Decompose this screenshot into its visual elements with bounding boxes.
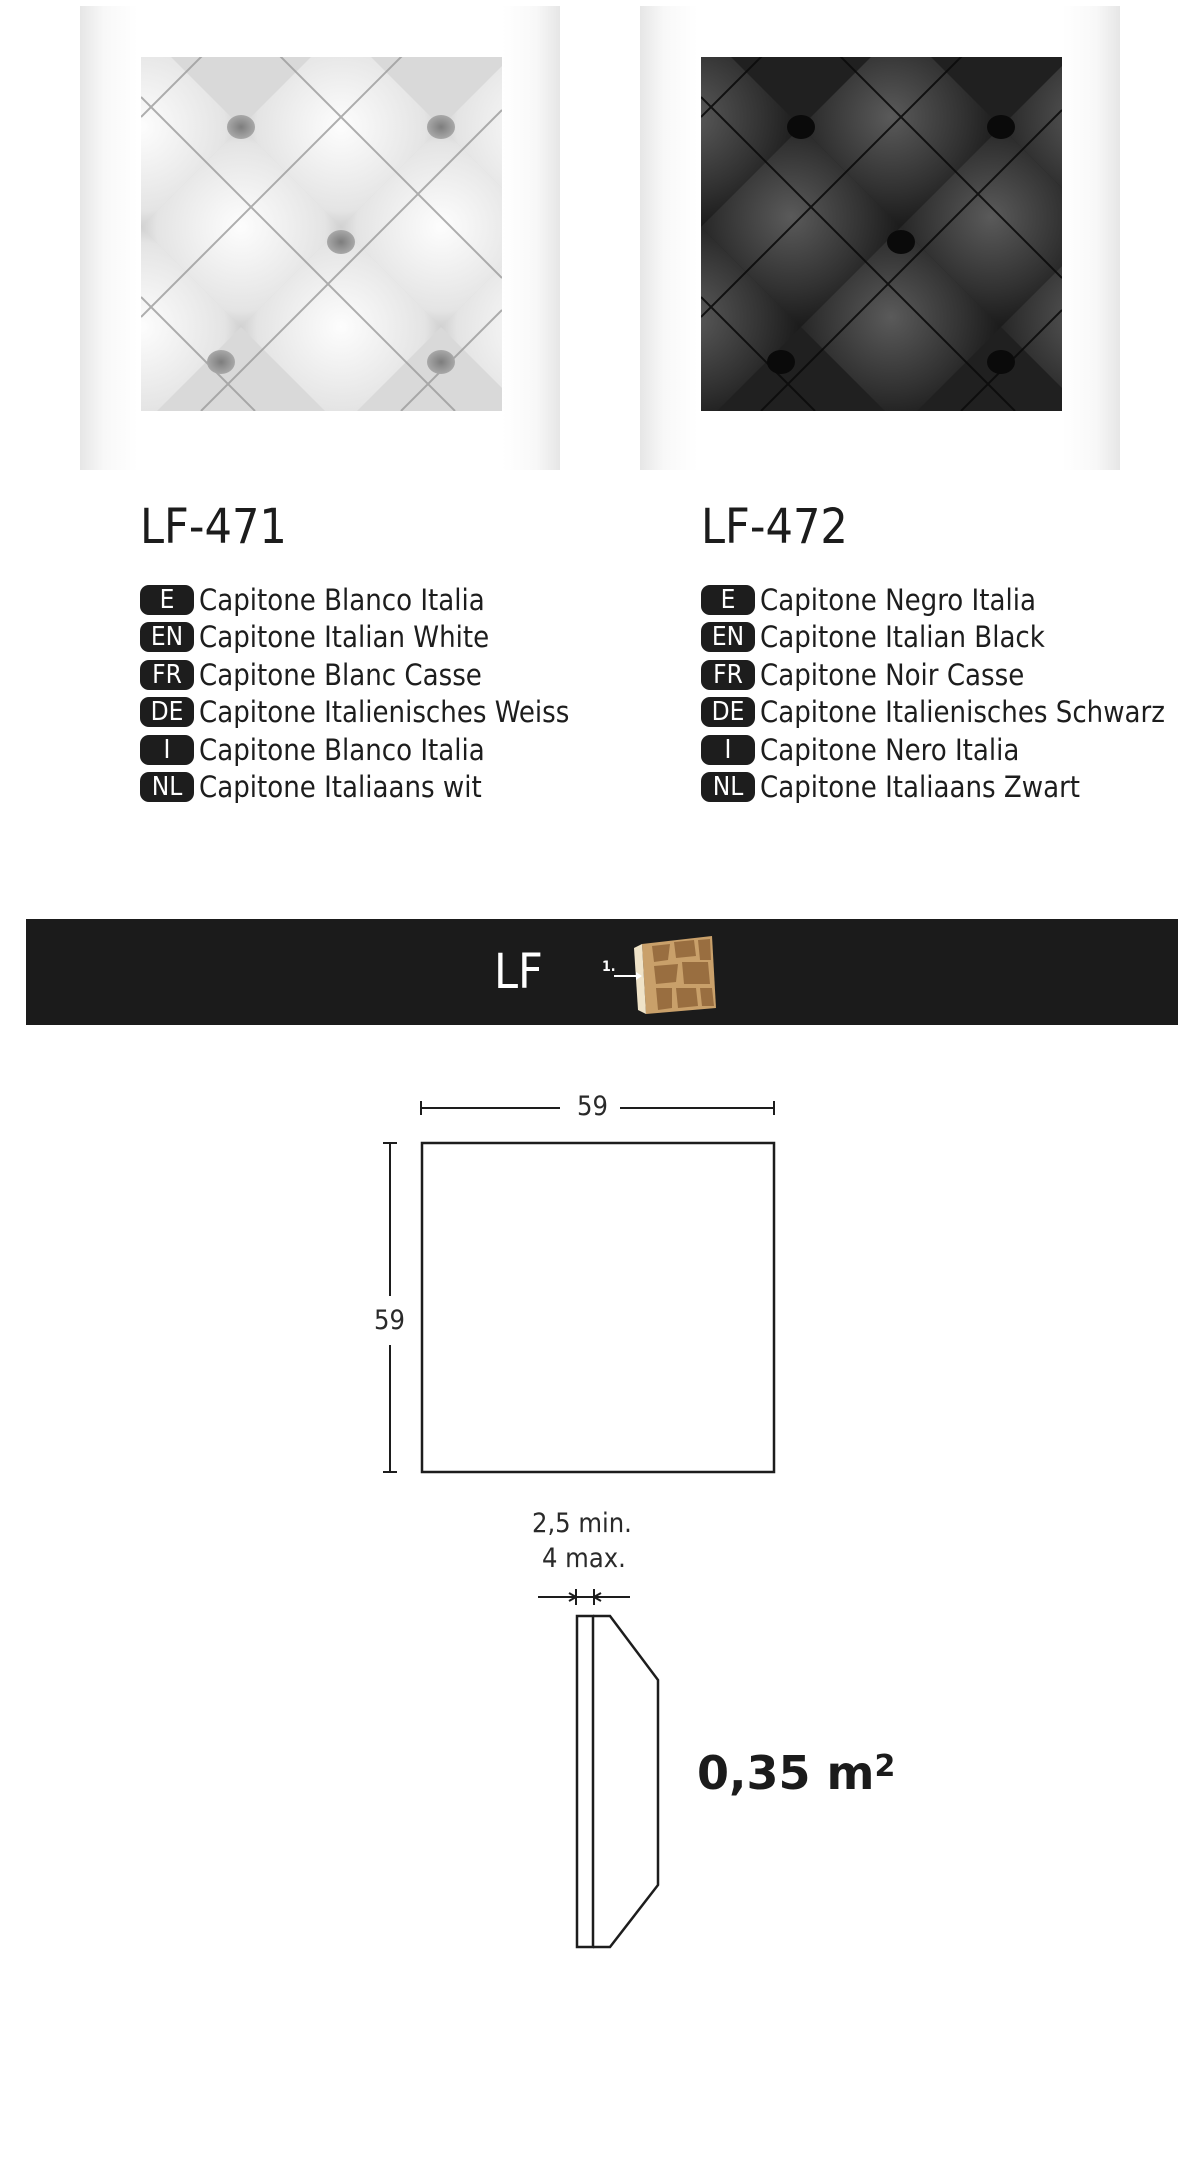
- material-band: LF 1.: [26, 919, 1178, 1025]
- language-badge: EN: [701, 622, 755, 653]
- black-capitone-panel-image: [701, 57, 1062, 411]
- material-label: LF: [494, 944, 543, 1000]
- product-tile-lf-472: [640, 6, 1120, 470]
- product-name: Capitone Italienisches Schwarz: [760, 695, 1165, 730]
- language-badge: E: [701, 584, 755, 615]
- stone-sample-icon: [614, 936, 716, 1014]
- language-badge: FR: [701, 659, 755, 690]
- product-name: Capitone Nero Italia: [760, 732, 1020, 767]
- width-label: 59: [577, 1091, 608, 1122]
- product-name: Capitone Blanco Italia: [199, 582, 485, 617]
- thickness-min-label: 2,5 min.: [532, 1508, 632, 1539]
- product-code: LF-471: [140, 499, 287, 555]
- product-name: Capitone Italiaans wit: [199, 770, 482, 805]
- product-name: Capitone Negro Italia: [760, 582, 1036, 617]
- coverage-area: 0,35 m2: [697, 1746, 895, 1800]
- language-badge: DE: [140, 697, 194, 728]
- area-exponent: 2: [874, 1749, 896, 1784]
- language-badge: EN: [140, 622, 194, 653]
- product-name: Capitone Italian Black: [760, 620, 1045, 655]
- product-name: Capitone Blanco Italia: [199, 732, 485, 767]
- area-value: 0,35 m: [697, 1746, 875, 1800]
- product-name: Capitone Italian White: [199, 620, 490, 655]
- height-label: 59: [374, 1305, 405, 1336]
- language-badge: FR: [140, 659, 194, 690]
- white-capitone-panel-image: [141, 57, 502, 411]
- panel-front-view: [420, 1141, 776, 1474]
- language-badge: E: [140, 584, 194, 615]
- language-badge: NL: [701, 772, 755, 803]
- product-name: Capitone Noir Casse: [760, 657, 1025, 692]
- language-badge: DE: [701, 697, 755, 728]
- language-badge: I: [701, 734, 755, 765]
- product-name: Capitone Italiaans Zwart: [760, 770, 1081, 805]
- language-badge: I: [140, 734, 194, 765]
- panel-side-profile: [575, 1614, 595, 1949]
- language-badge: NL: [140, 772, 194, 803]
- product-name: Capitone Blanc Casse: [199, 657, 482, 692]
- product-tile-lf-471: [80, 6, 560, 470]
- product-name: Capitone Italienisches Weiss: [199, 695, 570, 730]
- thickness-max-label: 4 max.: [542, 1543, 626, 1574]
- product-code: LF-472: [701, 499, 848, 555]
- layer-marker: 1.: [602, 959, 616, 975]
